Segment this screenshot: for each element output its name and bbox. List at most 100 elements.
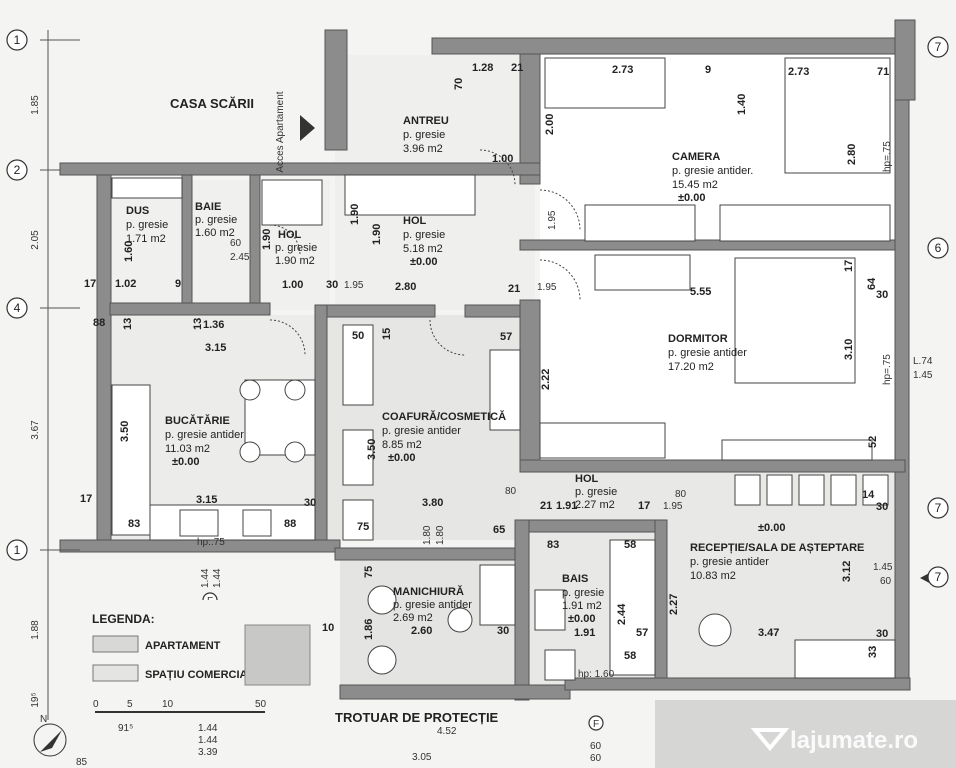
- room-level: ±0.00: [568, 613, 595, 625]
- dimension-label: 30: [876, 289, 888, 301]
- dimension-label: 21: [511, 62, 523, 74]
- wall: [314, 304, 436, 318]
- wardrobe: [719, 204, 891, 242]
- dimension-label: 30: [497, 625, 509, 637]
- bed: [544, 57, 666, 109]
- room-level: ±0.00: [410, 256, 437, 268]
- wall: [519, 299, 541, 466]
- wall: [314, 304, 328, 546]
- dimension-label: 60: [590, 741, 602, 752]
- room-labels: ANTREU p. gresie 3.96 m2 CAMERA p. gresi…: [126, 115, 864, 625]
- dimension-label: 2.27: [668, 594, 680, 615]
- dimension-label: 1.02: [115, 278, 136, 290]
- facade-label: F: [593, 719, 599, 730]
- legend-texture: [244, 624, 311, 686]
- axis-marker: [6, 297, 28, 319]
- scale-tick: 10: [162, 699, 174, 710]
- dimension-label: 2.00: [544, 114, 556, 135]
- sink: [242, 509, 272, 537]
- dimension-label: 30: [304, 497, 316, 509]
- dimension-label: 3.10: [843, 339, 855, 360]
- room-area: 15.45 m2: [672, 179, 718, 191]
- dimension-label: 13: [192, 318, 204, 330]
- chair: [239, 441, 261, 463]
- dimension-label: 83: [128, 518, 140, 530]
- dimension-label: 17: [80, 493, 92, 505]
- dimension-label: 1.44: [212, 568, 223, 588]
- dimension-label: 1.80: [435, 525, 446, 545]
- dimension-label: 1.44: [198, 735, 218, 746]
- sidewalk-label: TROTUAR DE PROTECȚIE: [335, 710, 499, 725]
- legend-item: SPAȚIU COMERCIAL: [145, 669, 254, 681]
- room-area: 1.91 m2: [562, 600, 602, 612]
- door-arc: [269, 224, 301, 256]
- north-label: N: [40, 714, 47, 725]
- dimension-label: 2.73: [788, 66, 809, 78]
- dimension-label: 5.55: [690, 286, 711, 298]
- dimension-label: 71: [877, 66, 889, 78]
- chair: [367, 585, 397, 615]
- room-area: 2.27 m2: [575, 499, 615, 511]
- dimension-label: 1.60: [123, 241, 135, 262]
- chair: [447, 607, 473, 633]
- dimension-label: 1.85: [30, 95, 41, 115]
- room-name: CAMERA: [672, 151, 720, 163]
- chair: [284, 441, 306, 463]
- dimension-label: 2.73: [612, 64, 633, 76]
- dimension-label: 3.39: [198, 747, 218, 758]
- wall: [514, 519, 530, 701]
- dimension-label: 2.44: [616, 603, 628, 625]
- room-name: HOL: [403, 215, 427, 227]
- dimension-label: 9: [175, 278, 181, 290]
- chair: [698, 613, 732, 647]
- wall: [564, 677, 911, 691]
- room-area: 17.20 m2: [668, 361, 714, 373]
- dimension-label: 14: [862, 489, 875, 501]
- dimension-label: 1.00: [282, 279, 303, 291]
- access-label: Acces Apartament: [275, 91, 286, 172]
- dimension-label: 88: [284, 518, 296, 530]
- legend: LEGENDA: APARTAMENT SPAȚIU COMERCIAL 0 5…: [80, 600, 315, 713]
- room-name: HOL: [278, 229, 302, 241]
- chair: [734, 474, 761, 506]
- dimension-label: 58: [624, 539, 636, 551]
- axis-label: 4: [14, 301, 21, 315]
- wall: [59, 162, 541, 176]
- dimension-label: 1.95: [344, 280, 364, 291]
- room-floor: p. gresie: [126, 219, 168, 231]
- dimension-label: 75: [363, 566, 375, 578]
- dimension-label: 60: [880, 576, 892, 587]
- watermark-text: lajumate.ro: [790, 727, 918, 754]
- desk: [594, 254, 691, 291]
- dimension-label: 1.00: [492, 153, 513, 165]
- watermark: lajumate.ro: [655, 700, 956, 768]
- compass-icon: [33, 723, 67, 757]
- dimension-label: 88: [93, 317, 105, 329]
- wall: [431, 37, 908, 55]
- north-arrow: N: [33, 714, 67, 757]
- wall: [339, 684, 571, 700]
- counter: [149, 504, 316, 541]
- room-floor: p. gresie antider.: [672, 165, 753, 177]
- legend-swatch: [92, 664, 139, 682]
- dimension-label: 2.05: [30, 230, 41, 250]
- dimension-label: 1.45: [873, 562, 893, 573]
- dimension-label: 1.95: [663, 501, 683, 512]
- dimension-label: 57: [636, 627, 648, 639]
- wall: [249, 174, 261, 306]
- walls: [59, 19, 916, 701]
- chair: [367, 645, 397, 675]
- dimension-label: 1.90: [349, 204, 361, 225]
- legend-title: LEGENDA:: [92, 612, 155, 626]
- brand-logo-icon: [750, 728, 790, 752]
- scale-tick: 0: [93, 699, 99, 710]
- dimension-label: 50: [352, 330, 364, 342]
- vanity: [342, 324, 374, 406]
- wall: [181, 174, 193, 306]
- dimension-label: 21: [508, 283, 520, 295]
- room-floor: p. gresie: [575, 486, 617, 498]
- axis-label: 7: [935, 570, 942, 584]
- room-area: 1.71 m2: [126, 233, 166, 245]
- dimension-label: 30: [876, 628, 888, 640]
